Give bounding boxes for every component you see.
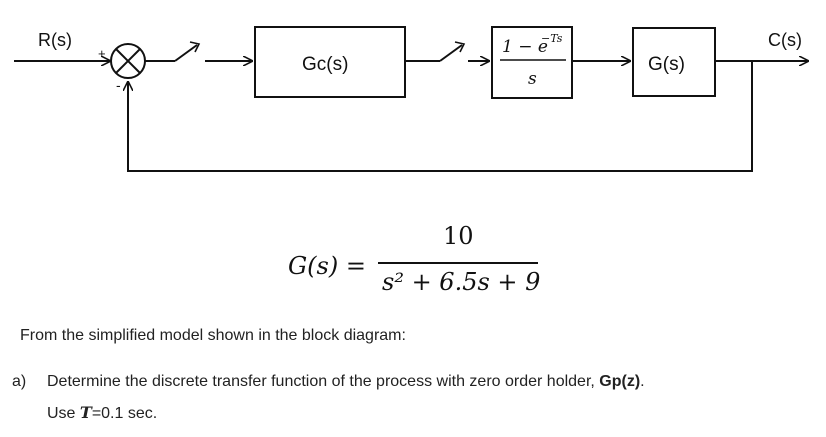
formula-lhs: G(s) = bbox=[288, 252, 366, 280]
use-line: Use T=0.1 sec. bbox=[47, 403, 157, 423]
zoh-exponent: −Ts bbox=[541, 32, 563, 45]
controller-block bbox=[254, 26, 406, 98]
intro-text: From the simplified model shown in the b… bbox=[20, 327, 406, 344]
feedback-path bbox=[128, 61, 753, 172]
question-text: Determine the discrete transfer function… bbox=[47, 373, 645, 391]
output-label: C(s) bbox=[768, 30, 802, 50]
sum-minus-sign: - bbox=[116, 77, 121, 93]
formula-denominator: s² + 6.5s + 9 bbox=[382, 268, 541, 296]
plant-label: G(s) bbox=[648, 54, 685, 75]
question-end: . bbox=[640, 373, 645, 390]
use-prefix: Use bbox=[47, 405, 76, 422]
use-t: T bbox=[79, 403, 92, 422]
zoh-numerator: 1 − e bbox=[502, 37, 548, 57]
block-diagram: R(s) + - Gc(s) 1 − e −Ts s G(s) C(s) bbox=[14, 26, 826, 172]
formula-fraction-bar bbox=[378, 262, 538, 264]
input-label: R(s) bbox=[38, 30, 72, 50]
sampler-switch-2 bbox=[439, 41, 466, 62]
formula-numerator: 10 bbox=[443, 222, 474, 250]
zoh-block bbox=[491, 26, 573, 99]
zoh-denominator: s bbox=[528, 69, 537, 89]
sampler-switch-1 bbox=[174, 41, 201, 62]
question-body: Determine the discrete transfer function… bbox=[47, 373, 595, 390]
summing-junction bbox=[110, 43, 146, 79]
sum-plus-sign: + bbox=[98, 46, 106, 61]
transfer-function-formula: G(s) = 10 s² + 6.5s + 9 bbox=[288, 222, 558, 302]
use-value: =0.1 sec. bbox=[91, 405, 158, 422]
controller-label: Gc(s) bbox=[302, 54, 348, 75]
question-letter: a) bbox=[12, 373, 27, 390]
plant-block bbox=[632, 27, 716, 97]
question-gp: Gp(z) bbox=[599, 373, 641, 390]
